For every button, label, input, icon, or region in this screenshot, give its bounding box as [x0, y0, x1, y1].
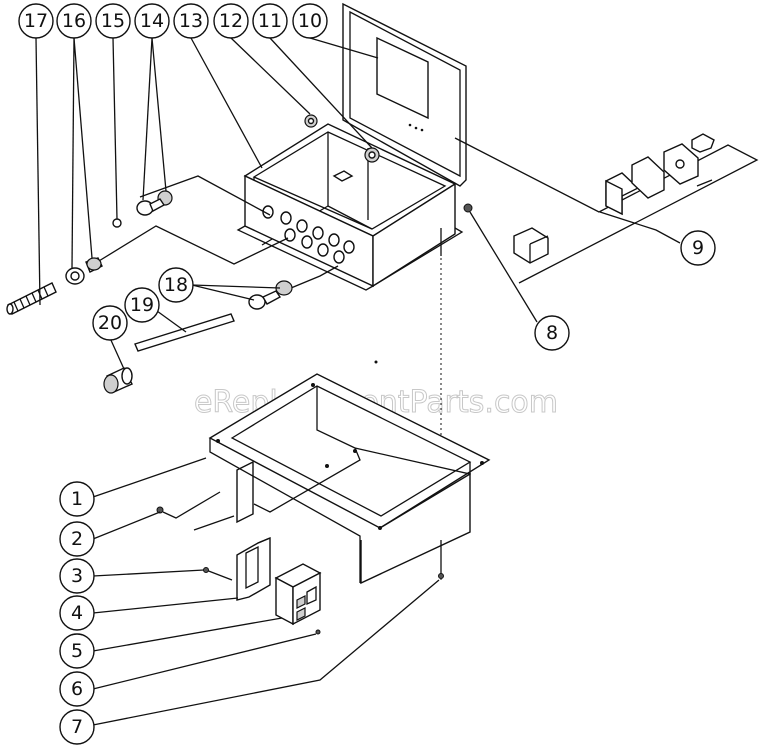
leader-lines	[35, 37, 681, 726]
svg-text:18: 18	[164, 274, 188, 296]
screw-part-6	[315, 629, 321, 635]
callout-9: 9	[680, 230, 716, 266]
grommet-part-11	[364, 147, 380, 163]
svg-text:7: 7	[71, 716, 83, 738]
enclosure-box	[236, 123, 464, 291]
svg-text:10: 10	[298, 10, 322, 32]
rod-part-19	[134, 313, 235, 352]
callout-17: 17	[18, 3, 54, 39]
svg-text:11: 11	[258, 10, 282, 32]
callout-14: 14	[134, 3, 170, 39]
svg-text:3: 3	[71, 565, 83, 587]
svg-text:15: 15	[101, 10, 125, 32]
plug-part-15	[112, 218, 122, 228]
callout-2: 2	[59, 521, 95, 557]
callout-7: 7	[59, 709, 95, 745]
callout-20: 20	[92, 305, 128, 341]
svg-text:20: 20	[98, 312, 122, 334]
screw-part-3	[203, 567, 233, 581]
switch-box-part-5	[274, 563, 322, 626]
callout-12: 12	[213, 3, 249, 39]
svg-text:5: 5	[71, 640, 83, 662]
bolt-part-7	[438, 540, 444, 579]
cap-part-20	[103, 367, 133, 394]
fitting-part-18	[248, 280, 293, 310]
bracket-part-4	[236, 536, 271, 601]
enclosure-lid	[342, 2, 467, 187]
fitting-part-14	[136, 190, 173, 216]
screw-part-2	[156, 506, 164, 514]
callout-18: 18	[158, 267, 194, 303]
base-pan-part-1	[208, 373, 491, 585]
callout-16: 16	[56, 3, 92, 39]
knockout-holes	[262, 205, 355, 264]
svg-text:8: 8	[546, 322, 558, 344]
callout-4: 4	[59, 595, 95, 631]
screw-part-8	[463, 203, 473, 213]
callout-8: 8	[534, 315, 570, 351]
svg-text:2: 2	[71, 528, 83, 550]
callout-1: 1	[59, 481, 95, 517]
svg-text:9: 9	[692, 237, 704, 259]
electronics-assembly-part-9	[454, 133, 759, 284]
callout-13: 13	[173, 3, 209, 39]
svg-text:19: 19	[130, 294, 154, 316]
callout-19: 19	[124, 287, 160, 323]
svg-text:6: 6	[71, 678, 83, 700]
fitting-part-16	[65, 257, 103, 285]
leader-2	[162, 491, 221, 519]
grommet-part-12	[304, 114, 318, 128]
callout-15: 15	[95, 3, 131, 39]
callout-6: 6	[59, 671, 95, 707]
svg-text:17: 17	[24, 10, 48, 32]
callout-5: 5	[59, 633, 95, 669]
callout-3: 3	[59, 558, 95, 594]
callout-10: 10	[292, 3, 328, 39]
svg-text:4: 4	[71, 602, 83, 624]
leader-14-to-box	[139, 175, 271, 216]
lid-window	[376, 36, 429, 120]
spring-part-17	[6, 282, 57, 315]
callout-11: 11	[252, 3, 288, 39]
svg-text:13: 13	[179, 10, 203, 32]
svg-text:16: 16	[62, 10, 86, 32]
svg-text:12: 12	[219, 10, 243, 32]
svg-text:14: 14	[140, 10, 164, 32]
svg-text:1: 1	[71, 488, 83, 510]
